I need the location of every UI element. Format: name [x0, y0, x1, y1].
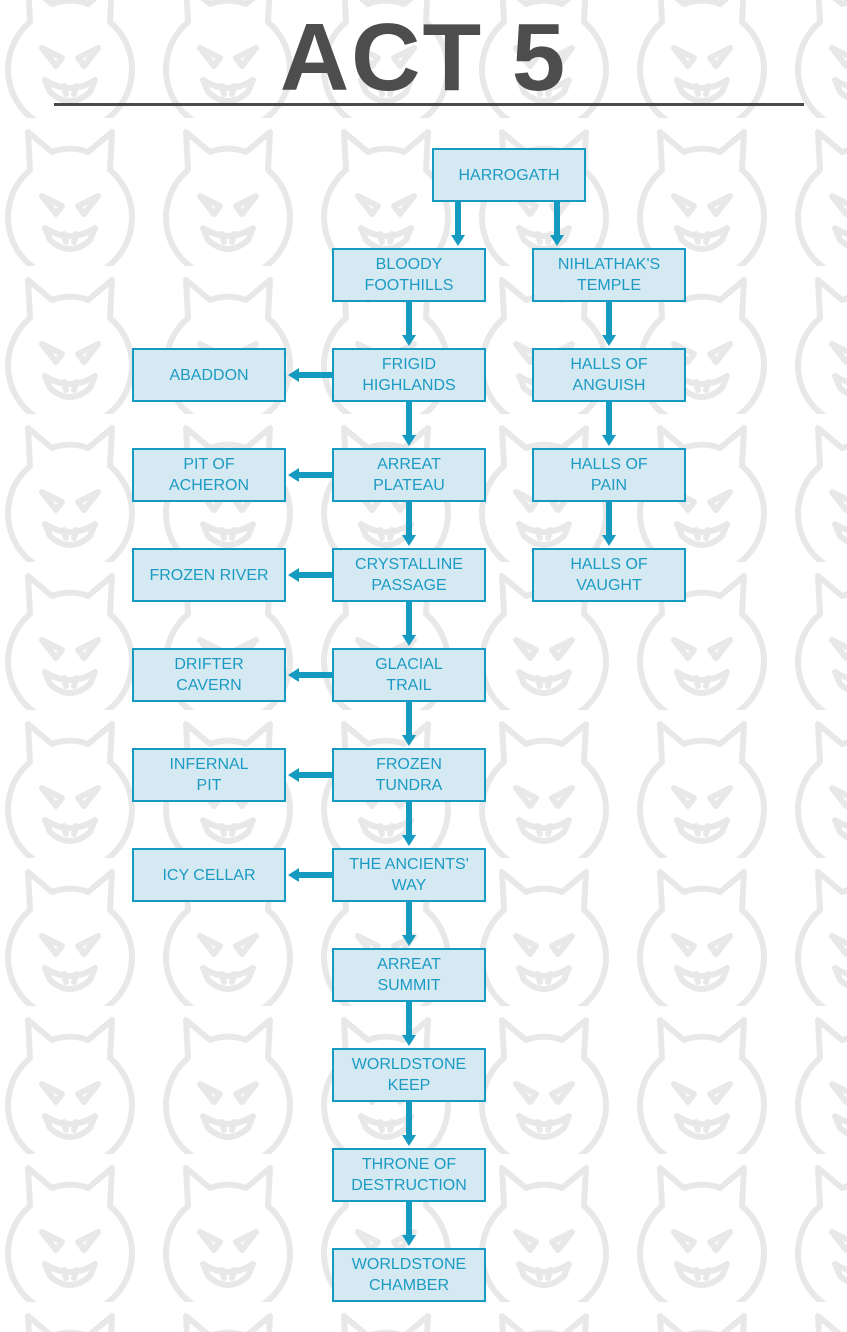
node-arreat-plateau: ARREAT PLATEAU	[332, 448, 486, 502]
edge-glacial-trail-to-drifter-cavern-arrowhead	[288, 668, 299, 682]
node-harrogath: HARROGATH	[432, 148, 586, 202]
node-drifter-cavern: DRIFTER CAVERN	[132, 648, 286, 702]
node-pit-of-acheron: PIT OF ACHERON	[132, 448, 286, 502]
edge-frigid-highlands-to-arreat-plateau-arrowhead	[402, 435, 416, 446]
node-frozen-river: FROZEN RIVER	[132, 548, 286, 602]
node-halls-of-anguish: HALLS OF ANGUISH	[532, 348, 686, 402]
edge-worldstone-keep-to-throne-of-destruction-arrowhead	[402, 1135, 416, 1146]
node-crystalline-passage: CRYSTALLINE PASSAGE	[332, 548, 486, 602]
edge-halls-of-anguish-to-halls-of-pain-arrowhead	[602, 435, 616, 446]
page-title: ACT 5	[279, 4, 568, 111]
edge-harrogath-to-bloody-foothills-arrowhead	[451, 235, 465, 246]
edge-nihlathaks-temple-to-halls-of-anguish-arrowhead	[602, 335, 616, 346]
edge-arreat-summit-to-worldstone-keep-arrowhead	[402, 1035, 416, 1046]
edge-frozen-tundra-to-the-ancients-way-arrowhead	[402, 835, 416, 846]
node-glacial-trail: GLACIAL TRAIL	[332, 648, 486, 702]
node-icy-cellar: ICY CELLAR	[132, 848, 286, 902]
edge-arreat-plateau-to-pit-of-acheron-arrowhead	[288, 468, 299, 482]
edge-the-ancients-way-to-arreat-summit-arrowhead	[402, 935, 416, 946]
node-worldstone-keep: WORLDSTONE KEEP	[332, 1048, 486, 1102]
edge-crystalline-passage-to-glacial-trail-arrowhead	[402, 635, 416, 646]
node-throne-of-destruction: THRONE OF DESTRUCTION	[332, 1148, 486, 1202]
edge-frozen-tundra-to-infernal-pit-arrowhead	[288, 768, 299, 782]
node-frigid-highlands: FRIGID HIGHLANDS	[332, 348, 486, 402]
node-arreat-summit: ARREAT SUMMIT	[332, 948, 486, 1002]
edge-halls-of-pain-to-halls-of-vaught-arrowhead	[602, 535, 616, 546]
edge-crystalline-passage-to-frozen-river-arrowhead	[288, 568, 299, 582]
node-frozen-tundra: FROZEN TUNDRA	[332, 748, 486, 802]
title-divider	[54, 103, 804, 106]
edge-bloody-foothills-to-frigid-highlands-arrowhead	[402, 335, 416, 346]
node-infernal-pit: INFERNAL PIT	[132, 748, 286, 802]
node-nihlathaks-temple: NIHLATHAK'S TEMPLE	[532, 248, 686, 302]
edge-glacial-trail-to-frozen-tundra-arrowhead	[402, 735, 416, 746]
edge-throne-of-destruction-to-worldstone-chamber-arrowhead	[402, 1235, 416, 1246]
edge-harrogath-to-nihlathaks-temple-arrowhead	[550, 235, 564, 246]
node-halls-of-pain: HALLS OF PAIN	[532, 448, 686, 502]
node-halls-of-vaught: HALLS OF VAUGHT	[532, 548, 686, 602]
node-the-ancients-way: THE ANCIENTS' WAY	[332, 848, 486, 902]
node-bloody-foothills: BLOODY FOOTHILLS	[332, 248, 486, 302]
node-worldstone-chamber: WORLDSTONE CHAMBER	[332, 1248, 486, 1302]
node-abaddon: ABADDON	[132, 348, 286, 402]
edge-frigid-highlands-to-abaddon-arrowhead	[288, 368, 299, 382]
edge-arreat-plateau-to-crystalline-passage-arrowhead	[402, 535, 416, 546]
edge-the-ancients-way-to-icy-cellar-arrowhead	[288, 868, 299, 882]
